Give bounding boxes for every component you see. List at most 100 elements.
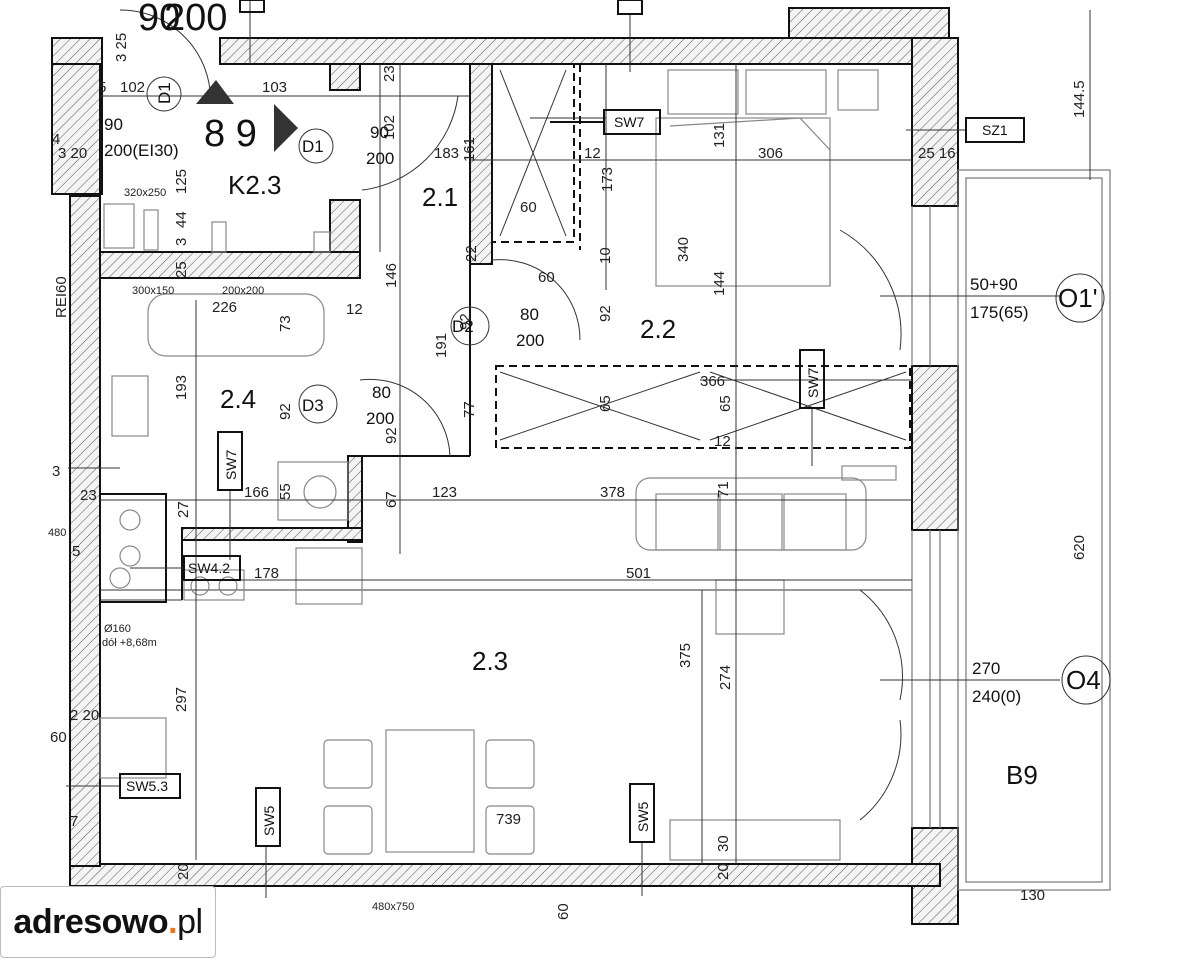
dim-5-left: 5 — [72, 543, 80, 560]
d3-width: 80 — [372, 383, 391, 402]
dim-2-20: 2 20 — [70, 707, 99, 724]
adresowo-logo[interactable]: adresowo.pl — [0, 886, 216, 958]
dim-5: 5 — [98, 79, 106, 96]
dim-103: 103 — [262, 79, 287, 96]
dim-366: 366 — [700, 373, 725, 390]
dim-3: 3 — [173, 238, 190, 246]
dim-73: 73 — [277, 315, 294, 332]
dim-77: 77 — [461, 401, 478, 418]
dim-67: 67 — [383, 491, 400, 508]
label-200-top: 200 — [164, 0, 227, 39]
room-labels: 8 9 K2.3 2.1 2.2 2.4 2.3 B9 — [204, 113, 1038, 790]
d3-height: 200 — [366, 409, 394, 428]
door-d1-b: D1 — [302, 137, 324, 156]
room-2-3: 2.3 — [472, 646, 508, 676]
o1-height: 175(65) — [970, 303, 1029, 322]
tag-sz1: SZ1 — [982, 122, 1008, 138]
dim-60-bottom: 60 — [555, 903, 572, 920]
dim-161: 161 — [461, 137, 478, 162]
wardrobes — [491, 63, 911, 449]
dim-144: 144 — [711, 271, 728, 296]
dim-274: 274 — [717, 665, 734, 690]
dim-65-a: 65 — [597, 395, 614, 412]
room-k2-3: K2.3 — [228, 170, 282, 200]
dim-146: 146 — [383, 263, 400, 288]
dim-92-a: 92 — [457, 313, 474, 330]
dim-123: 123 — [432, 484, 457, 501]
dim-23-left: 23 — [80, 487, 97, 504]
dim-480: 480 — [48, 527, 66, 539]
dim-44: 44 — [173, 211, 190, 228]
door-d3: D3 — [302, 396, 324, 415]
door-d1-a: D1 — [155, 82, 174, 104]
dim-739: 739 — [496, 811, 521, 828]
room-2-2: 2.2 — [640, 314, 676, 344]
dim-320x250: 320x250 — [124, 187, 166, 199]
tag-sw7-top: SW7 — [614, 114, 645, 130]
dim-27: 27 — [175, 501, 192, 518]
dim-20-a: 20 — [175, 863, 192, 880]
dimension-labels: 102 103 3 25 5 23 102 183 161 12 131 306… — [48, 0, 1088, 920]
d1b-height: 200 — [366, 149, 394, 168]
room-2-4: 2.4 — [220, 384, 256, 414]
walls — [51, 7, 959, 925]
o4-height: 240(0) — [972, 687, 1021, 706]
dim-92-c: 92 — [277, 403, 294, 420]
dim-166: 166 — [244, 484, 269, 501]
dim-60-left: 60 — [50, 729, 67, 746]
label-90-top: 90 — [138, 0, 180, 39]
room-2-1: 2.1 — [422, 182, 458, 212]
dim-306: 306 — [758, 145, 783, 162]
window-o1: O1' — [1058, 283, 1098, 313]
logo-name: adresowo — [13, 902, 169, 941]
dim-378: 378 — [600, 484, 625, 501]
window-o4: O4 — [1066, 665, 1101, 695]
dim-3-left: 3 — [52, 463, 60, 480]
dim-375: 375 — [677, 643, 694, 668]
logo-dot: . — [168, 902, 178, 941]
interior-lines — [99, 64, 1111, 891]
dim-30: 30 — [715, 835, 732, 852]
dim-23: 23 — [381, 65, 398, 82]
dim-4: 4 — [52, 131, 60, 148]
dim-12-mid: 12 — [346, 301, 363, 318]
dim-226: 226 — [212, 299, 237, 316]
logo-text: adresowo.pl — [13, 902, 203, 942]
room-b9: B9 — [1006, 760, 1038, 790]
tag-sw7-right: SW7 — [805, 367, 821, 398]
dim-71: 71 — [715, 481, 732, 498]
dim-102-vertical: 102 — [381, 115, 398, 140]
tag-sw5-left: SW5 — [261, 805, 277, 836]
door-numbers: 8 9 — [204, 113, 257, 155]
dim-12-top: 12 — [584, 145, 601, 162]
tag-sw7-left: SW7 — [223, 449, 239, 480]
d1a-width: 90 — [104, 115, 123, 134]
door-swings — [119, 9, 903, 821]
door-d2: D2 — [452, 317, 474, 336]
dim-60-wardrobe: 60 — [520, 199, 537, 216]
dim-25-left: 25 — [173, 261, 190, 278]
dim-60: 60 — [538, 269, 555, 286]
dim-102: 102 — [120, 79, 145, 96]
tag-sw5-3: SW5.3 — [126, 778, 168, 794]
dim-300x150: 300x150 — [132, 285, 174, 297]
dim-3-25: 3 25 — [113, 33, 130, 62]
tag-boxes: SW7 SZ1 SW7 SW7 SW4.2 SW5.3 SW5 SW5 — [119, 0, 1025, 847]
dim-dol: dół +8,68m — [102, 637, 157, 649]
furniture — [99, 69, 897, 861]
dim-144-5: 144.5 — [1071, 80, 1088, 118]
dim-173: 173 — [599, 167, 616, 192]
dim-297: 297 — [173, 687, 190, 712]
dim-92-d: 92 — [383, 427, 400, 444]
dim-55: 55 — [277, 483, 294, 500]
dim-22: 22 — [463, 245, 480, 262]
dim-12-low: 12 — [714, 433, 731, 450]
dim-501: 501 — [626, 565, 651, 582]
opening-labels: 90 200(EI30) 90 200 80 200 80 200 50+90 … — [104, 115, 1029, 706]
door-markers: D1 D1 D2 D3 O1' O4 — [146, 76, 1111, 705]
entrance-arrows — [196, 80, 298, 152]
dim-340: 340 — [675, 237, 692, 262]
dim-183: 183 — [434, 145, 459, 162]
d1a-height: 200(EI30) — [104, 141, 179, 160]
